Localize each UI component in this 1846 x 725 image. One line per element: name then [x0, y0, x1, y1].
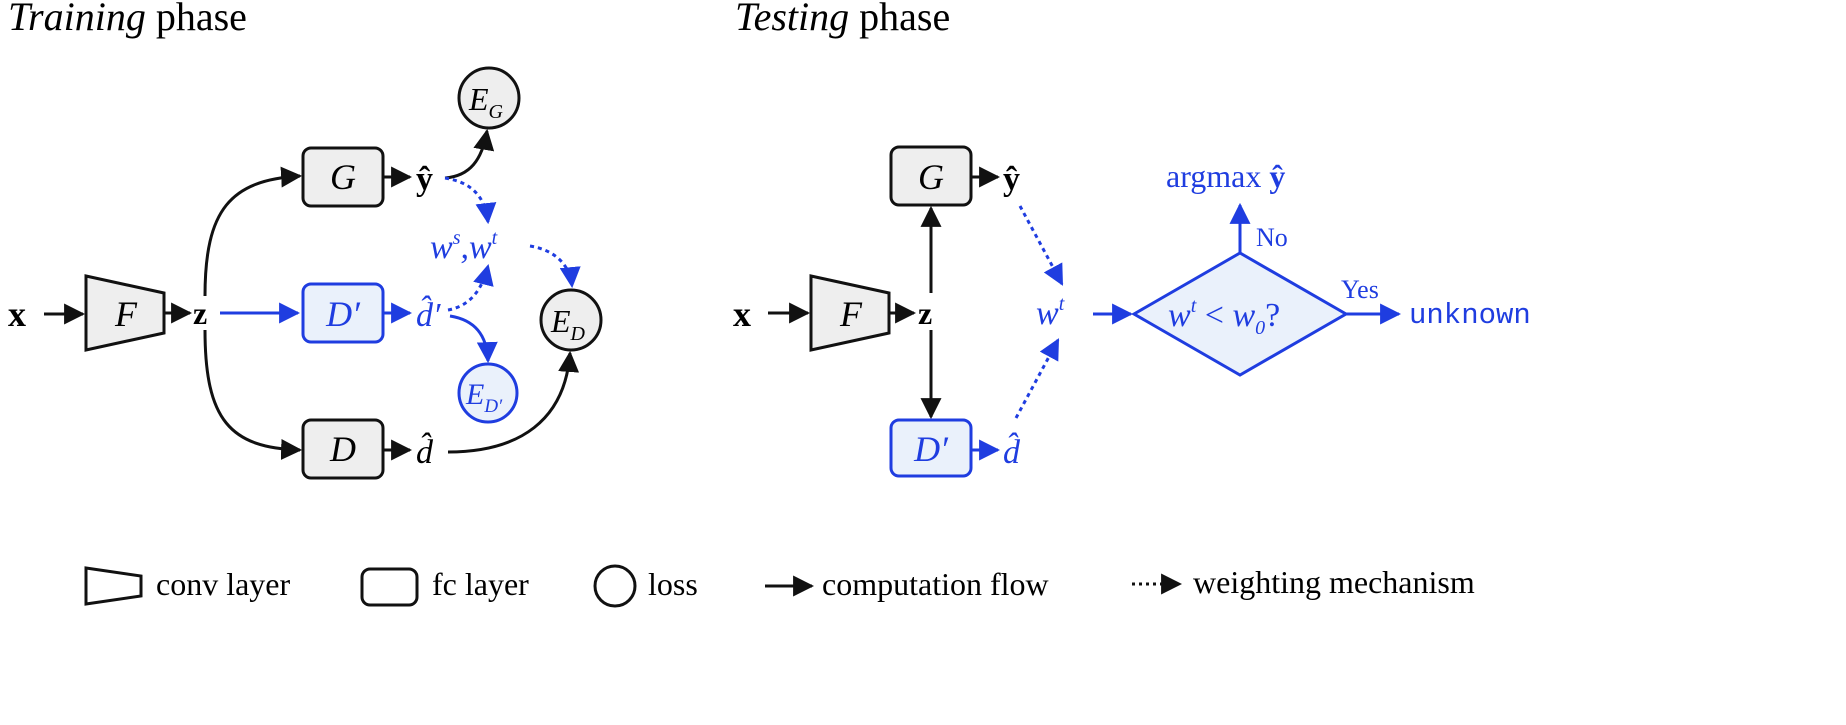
training-latent-z: z — [193, 295, 207, 331]
testing-conv-label: F — [839, 294, 863, 334]
arrow-dhat-to-ed — [447, 350, 580, 454]
training-loss-edprime — [457, 362, 519, 424]
legend-conv-icon — [84, 566, 143, 606]
arrow-z-to-d — [203, 329, 303, 460]
training-loss-eg-label: EG — [468, 81, 504, 123]
training-g-label: G — [330, 157, 356, 197]
testing-dhat: d̂ — [1003, 432, 1021, 471]
training-yhat: ŷ — [416, 161, 433, 198]
weighting-dprimehat-to-w — [447, 263, 494, 312]
training-loss-ed-label: ED — [550, 303, 586, 345]
testing-conv-layer-f — [809, 274, 891, 352]
testing-no-label: No — [1256, 223, 1288, 252]
testing-argmax-label: argmax ŷ — [1166, 158, 1285, 194]
training-conv-label: F — [114, 294, 138, 334]
legend-loss-text: loss — [648, 566, 698, 602]
legend-conv-text: conv layer — [156, 566, 291, 602]
arrow-dprimehat-to-edprime — [449, 314, 498, 364]
training-loss-ed — [539, 288, 603, 352]
legend-weighting-text: weighting mechanism — [1193, 564, 1475, 600]
testing-weight-wt: wt — [1036, 293, 1065, 332]
training-dprime-label: D′ — [325, 294, 361, 334]
training-weights: ws,wt — [430, 227, 498, 266]
training-loss-edprime-label: ED′ — [465, 378, 503, 417]
testing-decision-label: wt < w0? — [1168, 295, 1280, 339]
training-input-x: x — [8, 294, 26, 334]
testing-unknown-label: unknown — [1409, 299, 1531, 332]
weighting-yhat-to-w — [444, 176, 497, 225]
training-dprimehat: d̂′ — [416, 295, 441, 334]
training-loss-eg — [457, 66, 521, 130]
testing-yhat: ŷ — [1003, 161, 1020, 198]
testing-weighting-yhat-to-wt — [1018, 205, 1064, 286]
testing-latent-z: z — [918, 295, 932, 331]
testing-title: Testing phase — [735, 0, 950, 39]
training-title: Training phase — [8, 0, 247, 39]
training-d-label: D — [329, 429, 356, 469]
legend: conv layer fc layer loss computation flo… — [84, 564, 1475, 608]
testing-yes-label: Yes — [1341, 275, 1379, 304]
weighting-w-to-ed — [529, 244, 581, 289]
training-dhat: d̂ — [416, 432, 434, 471]
legend-fc-text: fc layer — [432, 566, 529, 602]
training-conv-layer-f — [84, 274, 166, 352]
testing-input-x: x — [733, 294, 751, 334]
testing-weighting-dhat-to-wt — [1014, 338, 1060, 419]
testing-g-label: G — [918, 157, 944, 197]
testing-fc-dprime — [889, 418, 973, 478]
testing-dprime-label: D′ — [913, 429, 949, 469]
arrow-z-to-g — [203, 166, 303, 297]
legend-fc-icon — [360, 567, 419, 607]
legend-loss-icon — [593, 564, 637, 608]
arrow-yhat-to-eg — [444, 128, 495, 180]
legend-computation-text: computation flow — [822, 566, 1049, 602]
